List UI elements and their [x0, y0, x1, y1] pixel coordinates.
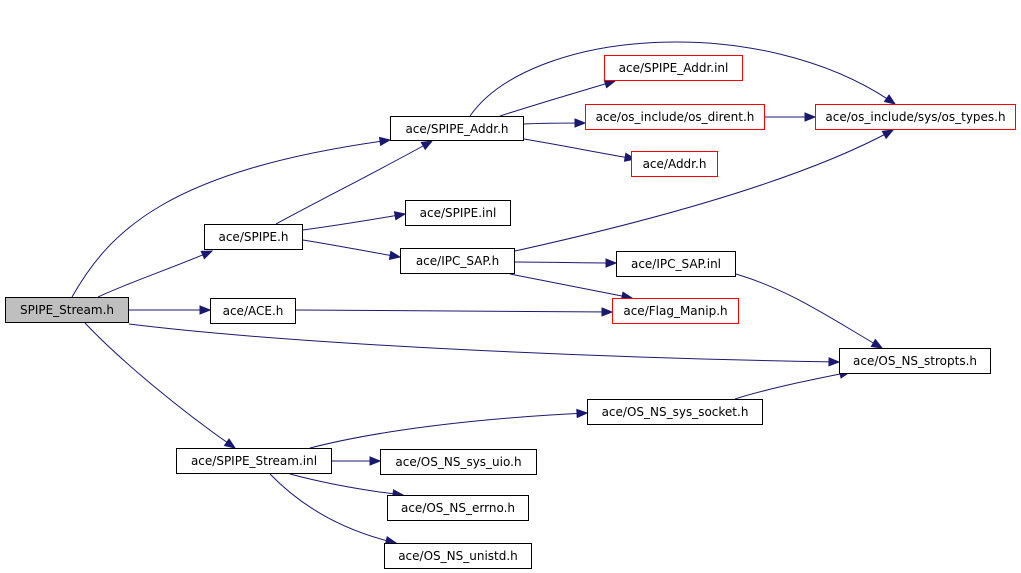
- edge-spipe_addr_h-to-os_types_h: [469, 41, 897, 117]
- node-ace-spipe-inl[interactable]: ace/SPIPE.inl: [405, 200, 511, 226]
- arrowhead: [378, 136, 392, 147]
- edge-root-to-spipe_stream_inl: [84, 322, 237, 449]
- edge-line: [499, 80, 616, 117]
- edge-line: [509, 273, 633, 299]
- arrowhead: [870, 338, 884, 349]
- arrowhead: [603, 79, 617, 89]
- arrowhead: [369, 456, 382, 466]
- arrowhead: [601, 307, 614, 317]
- edge-root-to-os_ns_stropts_h: [128, 323, 841, 367]
- node-ace-addr-h[interactable]: ace/Addr.h: [631, 151, 718, 177]
- edge-spipe_addr_h-to-os_dirent_h: [523, 118, 587, 128]
- arrowhead: [576, 408, 589, 419]
- edge-spipe_stream_inl-to-os_ns_unistd_h: [269, 473, 398, 546]
- edge-ipc_sap_h-to-os_types_h: [514, 129, 895, 252]
- edge-ipc_sap_inl-to-os_ns_stropts_h: [735, 273, 884, 349]
- node-spipe-stream-h: SPIPE_Stream.h: [5, 297, 129, 323]
- edge-root-to-ace_h: [129, 305, 212, 315]
- arrowhead: [388, 250, 402, 260]
- edge-spipe_stream_inl-to-os_ns_sys_uio_h: [332, 456, 382, 466]
- node-ace-os-dirent-h[interactable]: ace/os_include/os_dirent.h: [585, 104, 765, 130]
- edge-line: [84, 322, 236, 449]
- node-ace-os-ns-unistd-h[interactable]: ace/OS_NS_unistd.h: [384, 543, 532, 569]
- edge-line: [523, 138, 636, 160]
- edge-line: [302, 213, 406, 231]
- edge-line: [289, 473, 404, 496]
- edge-line: [734, 371, 851, 400]
- edge-line: [302, 239, 401, 258]
- edge-os_dirent_h-to-os_types_h: [765, 112, 817, 122]
- node-ace-spipe-addr-inl[interactable]: ace/SPIPE_Addr.inl: [604, 55, 743, 81]
- edge-line: [275, 140, 433, 225]
- edge-ipc_sap_h-to-ipc_sap_inl: [514, 258, 618, 268]
- node-ace-flag-manip-h[interactable]: ace/Flag_Manip.h: [612, 298, 739, 324]
- node-ace-os-types-h[interactable]: ace/os_include/sys/os_types.h: [815, 104, 1016, 130]
- node-ace-ace-h[interactable]: ace/ACE.h: [210, 298, 296, 324]
- arrowhead: [199, 305, 212, 315]
- edge-spipe_stream_inl-to-os_ns_sys_socket_h: [309, 408, 589, 449]
- arrowhead: [420, 140, 434, 151]
- arrowhead: [881, 129, 895, 140]
- node-ace-spipe-h[interactable]: ace/SPIPE.h: [204, 224, 303, 250]
- arrowhead: [223, 438, 237, 449]
- edge-ace_h-to-flag_manip_h: [295, 307, 614, 317]
- arrowhead: [605, 258, 618, 268]
- edge-line: [514, 261, 617, 264]
- edge-line: [514, 129, 894, 252]
- edge-line: [97, 250, 213, 298]
- node-ace-ipc-sap-inl[interactable]: ace/IPC_SAP.inl: [616, 251, 736, 277]
- arrowhead: [200, 250, 214, 260]
- node-ace-os-ns-errno-h[interactable]: ace/OS_NS_errno.h: [387, 495, 529, 521]
- node-ace-ipc-sap-h[interactable]: ace/IPC_SAP.h: [400, 248, 515, 274]
- edge-spipe_addr_h-to-addr_h: [523, 138, 637, 162]
- edge-line: [128, 323, 840, 363]
- edge-line: [735, 273, 883, 349]
- node-ace-os-ns-stropts-h[interactable]: ace/OS_NS_stropts.h: [839, 348, 991, 374]
- edge-spipe_addr_h-to-spipe_addr_inl: [499, 79, 617, 117]
- arrowhead: [883, 94, 897, 105]
- arrowhead: [574, 118, 587, 128]
- edge-line: [309, 412, 588, 449]
- edge-spipe_h-to-spipe_addr_h: [275, 140, 434, 225]
- node-ace-spipe-stream-inl[interactable]: ace/SPIPE_Stream.inl: [176, 448, 332, 474]
- arrowhead: [804, 112, 817, 122]
- node-ace-os-ns-sys-uio-h[interactable]: ace/OS_NS_sys_uio.h: [380, 449, 537, 475]
- node-ace-spipe-addr-h[interactable]: ace/SPIPE_Addr.h: [390, 116, 524, 141]
- arrowhead: [828, 357, 841, 367]
- edge-ipc_sap_h-to-flag_manip_h: [509, 273, 634, 301]
- edge-spipe_h-to-spipe_inl: [302, 211, 407, 231]
- edge-os_ns_sys_socket_h-to-os_ns_stropts_h: [734, 369, 852, 400]
- edge-root-to-spipe_addr_h: [71, 136, 392, 298]
- edge-line: [295, 309, 613, 313]
- edge-line: [269, 473, 397, 544]
- arrowhead: [393, 211, 407, 221]
- edge-line: [469, 41, 896, 117]
- node-ace-os-ns-sys-socket-h[interactable]: ace/OS_NS_sys_socket.h: [587, 399, 763, 425]
- edge-line: [71, 139, 391, 298]
- edge-root-to-spipe_h: [97, 250, 214, 298]
- edge-spipe_h-to-ipc_sap_h: [302, 239, 402, 260]
